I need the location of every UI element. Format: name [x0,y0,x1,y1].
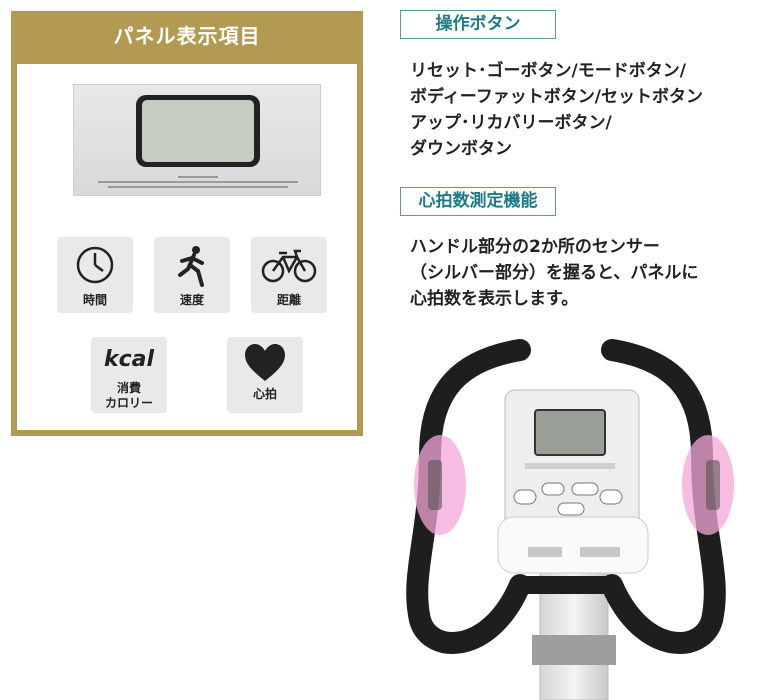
heart-line-3: 心拍数を表示します。 [410,289,579,309]
tile-label-calories-2: カロリー [104,396,153,410]
fan-vent-right [580,547,620,557]
tile-label-time: 時間 [82,293,107,307]
fan-vent-left [528,547,562,557]
up-button [513,489,537,505]
heading-operation-buttons: 操作ボタン [400,10,556,39]
right-sensor-grip [706,460,720,510]
clock-icon [76,246,114,284]
panel-title: パネル表示項目 [113,24,261,48]
body-fat-button [571,482,599,496]
lcd-screen [142,100,254,162]
tile-distance: 距離 [251,237,327,313]
panel-inner: 時間 速度 距離 kcal 消費 カロリー [17,64,357,430]
operation-line-1: リセット･ゴーボタン/モードボタン/ [410,61,686,81]
tile-speed: 速度 [154,237,230,313]
tile-label-speed: 速度 [179,293,204,307]
tile-label-heart: 心拍 [252,387,277,401]
bike-console-lcd [534,409,606,456]
kcal-icon: kcal [103,347,155,372]
bike-stem-joint [532,635,616,665]
tile-heart: 心拍 [227,337,303,413]
tile-label-distance: 距離 [276,293,301,307]
down-button [599,489,623,505]
left-sensor-grip [428,460,442,510]
tile-time: 時間 [57,237,133,313]
operation-line-4: ダウンボタン [410,139,512,159]
operation-line-3: アップ･リカバリーボタン/ [410,113,612,133]
console-warning-text [88,173,308,191]
tile-calories: kcal 消費 カロリー [91,337,167,413]
panel-display-card: パネル表示項目 時間 速度 [11,11,363,436]
bike-fan-housing [497,516,649,574]
heart-rate-text: ハンドル部分の2か所のセンサー （シルバー部分）を握ると、パネルに 心拍数を表示… [410,234,698,312]
left-handlebar [406,339,531,654]
right-handlebar [601,339,726,654]
heart-line-1: ハンドル部分の2か所のセンサー [410,237,660,257]
heart-icon [245,344,285,381]
tile-label-calories-1: 消費 [116,381,141,395]
heart-line-2: （シルバー部分）を握ると、パネルに [410,263,699,283]
reset-go-button [557,502,585,516]
bicycle-icon [261,249,317,283]
console-photo [73,84,321,196]
operation-buttons-text: リセット･ゴーボタン/モードボタン/ ボディーファットボタン/セットボタン アッ… [410,58,703,162]
operation-line-2: ボディーファットボタン/セットボタン [410,87,703,107]
mode-button [541,482,565,496]
lcd-frame [136,95,260,167]
heading-heart-rate: 心拍数測定機能 [400,187,556,216]
bike-handlebar-illustration [406,339,734,700]
runner-icon [178,246,204,287]
bike-console-warning [525,463,615,469]
